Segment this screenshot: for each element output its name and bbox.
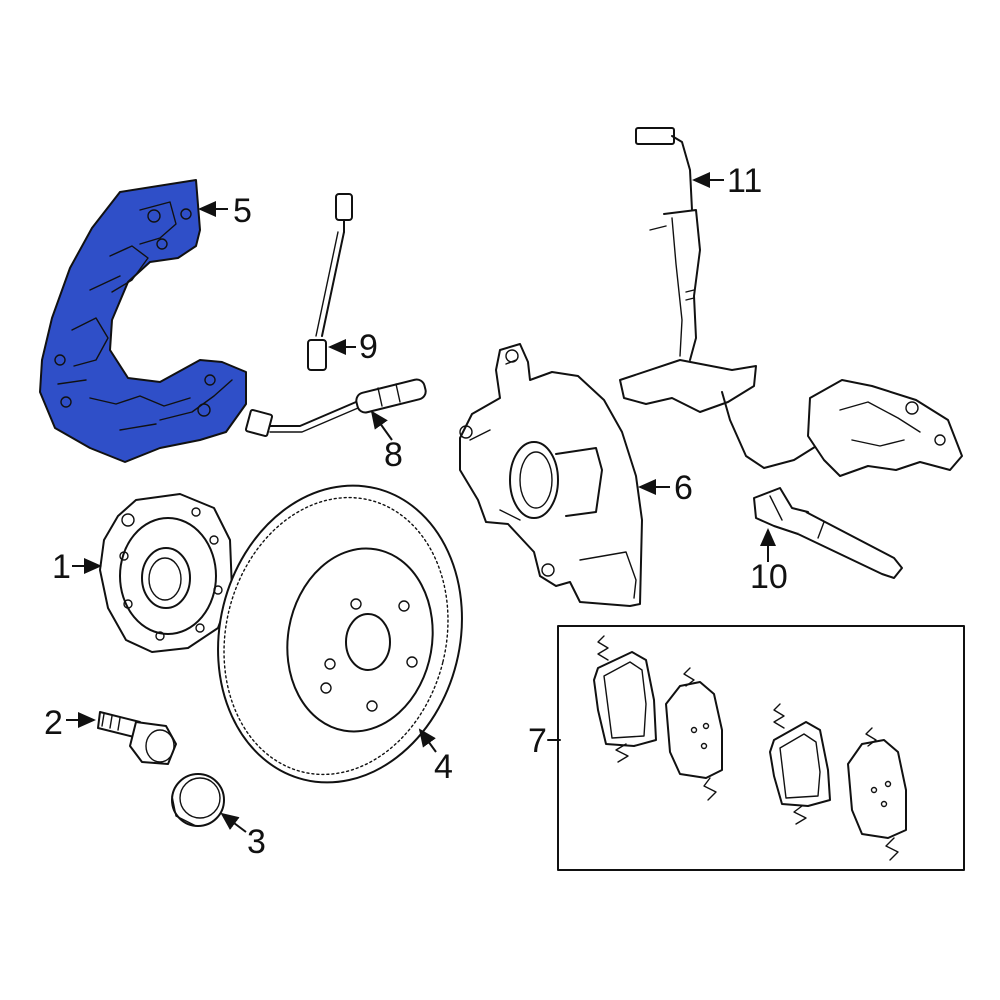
rotor-center-bore — [345, 613, 391, 671]
pad-a-spring-top — [597, 635, 609, 661]
part-9-wear-sensor[interactable] — [307, 193, 353, 371]
wear-sensor-9-plug — [307, 339, 327, 371]
callout-5-label: 5 — [233, 192, 252, 230]
callout-5: 5 — [198, 192, 252, 230]
callout-6: 6 — [638, 469, 693, 507]
wear-sensor-8-body — [355, 378, 427, 414]
part-5-dust-shield[interactable] — [39, 179, 247, 463]
brake-pad-b — [665, 667, 723, 801]
wheel-hub-flange — [99, 493, 233, 653]
dust-shield-body[interactable] — [39, 179, 247, 463]
pad-a-spring-bottom — [615, 743, 629, 763]
callout-8-leader — [370, 410, 393, 441]
brake-pad-box — [557, 625, 965, 871]
callout-4-leader — [418, 728, 437, 753]
callout-10: 10 — [750, 528, 788, 596]
hub-bolt-head — [129, 721, 177, 765]
part-3-grease-cap[interactable] — [171, 773, 225, 827]
part-11-abs-harness[interactable] — [619, 127, 963, 477]
grease-cap-body — [171, 773, 225, 827]
wheel-hub-bearing — [141, 547, 191, 609]
rotor-hat — [286, 547, 434, 733]
callout-1: 1 — [52, 548, 102, 586]
wear-sensor-9-head — [335, 193, 353, 221]
part-4-brake-rotor[interactable] — [187, 459, 492, 808]
wear-sensor-8-wire — [269, 401, 357, 427]
callout-4-label: 4 — [434, 748, 453, 786]
part-2-hub-bolt[interactable] — [97, 711, 177, 765]
brake-pad-c — [769, 703, 831, 825]
callout-4: 4 — [418, 728, 453, 786]
part-7-brake-pad-set[interactable] — [557, 625, 965, 871]
callout-6-label: 6 — [674, 469, 693, 507]
callout-11: 11 — [692, 162, 762, 200]
harness-bracket — [663, 209, 701, 361]
part-8-wear-sensor[interactable] — [244, 378, 428, 438]
callout-9: 9 — [328, 328, 378, 366]
callout-11-label: 11 — [727, 162, 762, 200]
harness-cable — [721, 391, 827, 469]
callout-3-label: 3 — [247, 823, 266, 861]
callout-3: 3 — [220, 812, 266, 861]
harness-clip-assembly — [807, 379, 963, 477]
part-10-speed-sensor[interactable] — [753, 487, 903, 579]
harness-mount — [619, 359, 757, 413]
part-1-wheel-hub[interactable] — [99, 493, 233, 653]
knuckle-bore — [509, 441, 559, 519]
brake-pad-a — [593, 635, 657, 763]
dust-shield-details — [54, 201, 233, 431]
callout-7-label: 7 — [528, 722, 547, 760]
callout-10-label: 10 — [750, 558, 788, 596]
callout-2: 2 — [44, 704, 96, 742]
knuckle-body — [459, 343, 643, 607]
callout-9-label: 9 — [359, 328, 378, 366]
harness-connector — [635, 127, 675, 145]
speed-sensor-shaft — [797, 511, 903, 579]
callout-8: 8 — [370, 410, 403, 474]
callout-8-label: 8 — [384, 436, 403, 474]
wear-sensor-8-clip — [244, 408, 274, 438]
wear-sensor-9-wire — [321, 231, 345, 337]
callout-3-leader — [220, 812, 247, 833]
callout-2-label: 2 — [44, 704, 63, 742]
callout-7: 7 — [528, 722, 561, 760]
brake-pad-d — [847, 727, 907, 861]
callout-1-label: 1 — [52, 548, 71, 586]
part-6-steering-knuckle[interactable] — [459, 343, 643, 607]
rotor-vent-ring — [223, 496, 449, 776]
